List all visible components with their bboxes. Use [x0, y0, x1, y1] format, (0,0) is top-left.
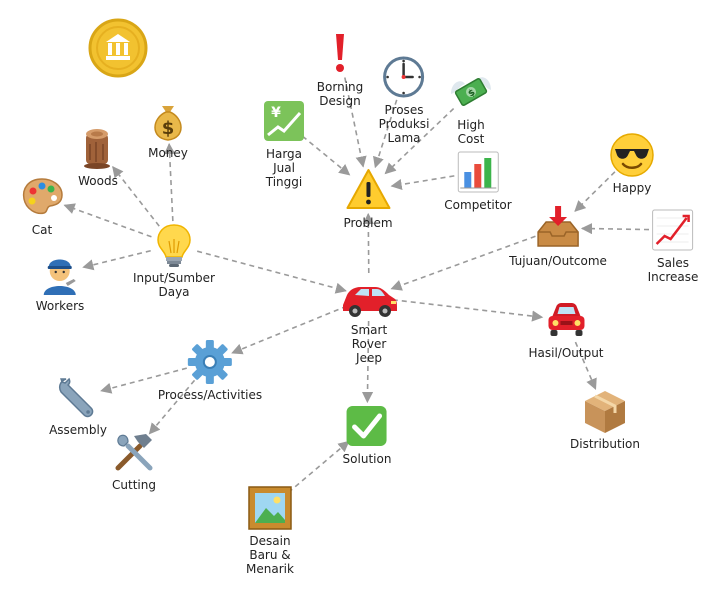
edge-competitor-to-problem: [390, 175, 455, 191]
node-jeep: Smart Rover Jeep: [339, 273, 399, 365]
edge-input-to-workers: [82, 249, 151, 271]
edge-process-to-cutting: [148, 379, 196, 435]
node-cutting: Cutting: [110, 428, 158, 492]
edge-harga-to-problem: [302, 135, 351, 176]
edge-input-to-jeep: [196, 250, 347, 294]
node-money: $ Money: [144, 96, 192, 160]
node-input: Input/Sumber Daya: [133, 221, 215, 299]
inbox-tray-icon: [509, 204, 607, 252]
node-label-cat: Cat: [31, 223, 53, 237]
edge-process-to-assembly: [100, 367, 188, 394]
node-solution: Solution: [342, 402, 392, 466]
node-desain: Desain Baru & Menarik: [246, 484, 294, 576]
node-competitor: Competitor: [444, 148, 512, 212]
edge-jeep-to-hasil: [392, 298, 544, 322]
node-label-proses: Proses Produksi Lama: [378, 103, 430, 145]
svg-text:$: $: [467, 88, 477, 100]
edge-input-to-woods: [112, 166, 160, 227]
edges-layer: [63, 77, 650, 494]
node-problem: Problem: [343, 166, 393, 230]
node-woods: Woods: [74, 124, 122, 188]
node-label-workers: Workers: [35, 299, 85, 313]
node-harga: ¥ Harga Jual Tinggi: [260, 97, 308, 189]
node-process: Process/Activities: [158, 338, 262, 402]
edge-desain-to-solution: [287, 440, 350, 494]
framed-picture-icon: [246, 484, 294, 532]
svg-text:¥: ¥: [271, 105, 281, 121]
clock-icon: [379, 53, 430, 101]
node-label-problem: Problem: [343, 216, 393, 230]
node-label-sales: Sales Increase: [647, 256, 699, 284]
edge-tujuan-to-jeep: [390, 235, 536, 291]
node-hasil: Hasil/Output: [528, 296, 604, 360]
sunglasses-face-icon: [608, 131, 656, 179]
money-bag-icon: $: [144, 96, 192, 144]
node-label-money: Money: [148, 146, 188, 160]
node-label-harga: Harga Jual Tinggi: [265, 147, 303, 189]
warning-icon: [343, 166, 392, 214]
paint-palette-icon: [18, 173, 66, 221]
node-label-highcost: High Cost: [457, 118, 485, 146]
edge-happy-to-tujuan: [574, 171, 616, 212]
light-bulb-icon: [133, 221, 215, 269]
node-distribution: Distribution: [570, 387, 640, 451]
node-label-input: Input/Sumber Daya: [133, 271, 215, 299]
node-cat: Cat: [18, 173, 66, 237]
node-proses: Proses Produksi Lama: [378, 53, 430, 145]
wood-log-icon: [74, 124, 122, 172]
svg-text:$: $: [162, 118, 175, 139]
edge-highcost-to-problem: [384, 107, 455, 175]
money-wings-icon: $: [447, 68, 495, 116]
edge-input-to-money: [164, 142, 176, 222]
bar-chart-icon: [444, 148, 511, 196]
node-bank: [88, 18, 148, 78]
chart-increasing-yen-icon: ¥: [260, 97, 308, 145]
edge-jeep-to-process: [231, 305, 348, 355]
wrench-icon: [49, 373, 107, 421]
node-workers: Workers: [35, 249, 85, 313]
exclamation-icon: [316, 30, 364, 78]
node-happy: Happy: [608, 131, 656, 195]
edge-jeep-to-problem: [362, 212, 374, 274]
node-label-tujuan: Tujuan/Outcome: [509, 254, 607, 268]
red-car-icon: [339, 273, 399, 321]
node-highcost: $ High Cost: [447, 68, 495, 146]
package-box-icon: [570, 387, 640, 435]
node-label-process: Process/Activities: [157, 388, 263, 402]
node-label-distribution: Distribution: [569, 437, 641, 451]
hammer-wrench-icon: [110, 428, 158, 476]
edge-proses-to-problem: [373, 99, 398, 169]
edge-input-to-cat: [63, 203, 152, 238]
node-label-jeep: Smart Rover Jeep: [350, 323, 388, 365]
node-label-hasil: Hasil/Output: [528, 346, 604, 360]
node-label-assembly: Assembly: [49, 423, 107, 437]
bank-coin-icon: [88, 18, 148, 78]
node-assembly: Assembly: [49, 373, 107, 437]
node-label-desain: Desain Baru & Menarik: [246, 534, 294, 576]
chart-increasing-icon: [648, 206, 699, 254]
node-tujuan: Tujuan/Outcome: [509, 204, 607, 268]
edge-borning-to-problem: [344, 77, 367, 168]
node-label-cutting: Cutting: [112, 478, 156, 492]
gear-icon: [158, 338, 262, 386]
node-borning: Borning Design: [316, 30, 364, 108]
node-label-competitor: Competitor: [444, 198, 512, 212]
node-label-woods: Woods: [78, 174, 118, 188]
node-label-happy: Happy: [612, 181, 652, 195]
mechanic-worker-icon: [36, 249, 85, 297]
node-label-borning: Borning Design: [316, 80, 364, 108]
red-car-front-icon: [528, 296, 603, 344]
edge-sales-to-tujuan: [580, 222, 650, 235]
node-sales: Sales Increase: [647, 206, 699, 284]
edge-jeep-to-solution: [361, 320, 374, 404]
node-label-solution: Solution: [342, 452, 392, 466]
check-mark-button-icon: [343, 402, 392, 450]
